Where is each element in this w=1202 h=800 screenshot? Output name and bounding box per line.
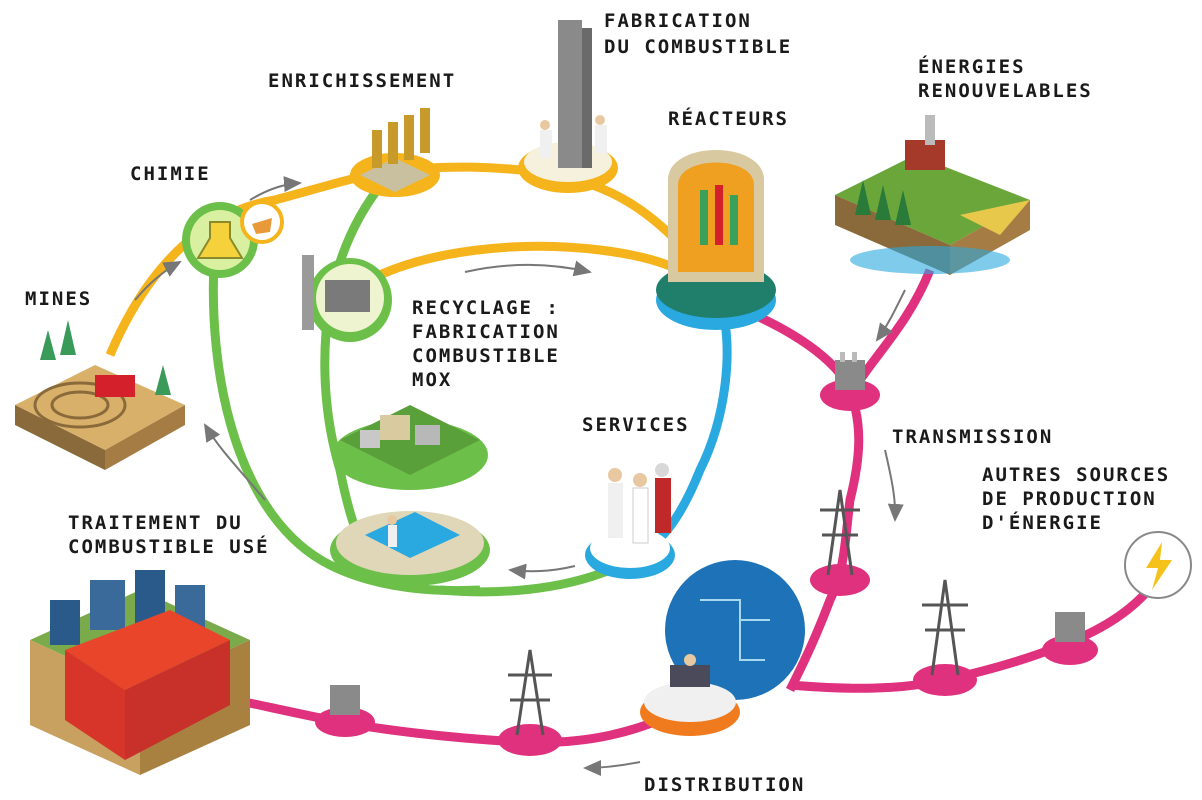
label-recyclage-line4: MOX bbox=[412, 369, 453, 391]
grid-line-renewables bbox=[856, 268, 935, 383]
control-room-icon bbox=[640, 560, 805, 736]
label-reacteurs: RÉACTEURS bbox=[668, 108, 789, 130]
arrow-recycling-to-reactor bbox=[464, 260, 592, 277]
label-energies-line2: RENOUVELABLES bbox=[918, 80, 1093, 102]
services-to-recycling-loop bbox=[439, 565, 612, 597]
transformer-icon bbox=[820, 352, 880, 411]
grid-line-other-sources bbox=[789, 572, 1164, 693]
mox-to-reactor-loop bbox=[357, 241, 693, 289]
enrichment-centrifuge-icon bbox=[350, 108, 440, 197]
label-recyclage-line2: FABRICATION bbox=[412, 321, 560, 343]
label-services: SERVICES bbox=[582, 414, 690, 436]
label-fabrication-line1: FABRICATION bbox=[604, 10, 752, 32]
lightning-bolt-icon bbox=[1124, 531, 1192, 599]
transformer-icon bbox=[1042, 612, 1098, 665]
label-traitement-line1: TRAITEMENT DU bbox=[68, 512, 243, 534]
grid-line-main bbox=[718, 295, 864, 693]
label-fabrication-line2: DU COMBUSTIBLE bbox=[604, 36, 793, 58]
mine-icon bbox=[15, 320, 185, 470]
label-recyclage-line3: COMBUSTIBLE bbox=[412, 345, 560, 367]
label-autres-line1: AUTRES SOURCES bbox=[982, 464, 1171, 486]
label-recyclage-line1: RECYCLAGE : bbox=[412, 297, 560, 319]
arrow-transmission-down bbox=[884, 449, 904, 522]
label-mines: MINES bbox=[25, 288, 93, 310]
service-workers-icon bbox=[585, 463, 675, 579]
pylon-icon bbox=[498, 649, 562, 756]
label-enrichissement: ENRICHISSEMENT bbox=[268, 70, 457, 92]
spent-fuel-pool-icon bbox=[330, 511, 490, 586]
mox-plant-icon bbox=[302, 255, 392, 342]
label-autres-line2: DE PRODUCTION bbox=[982, 488, 1157, 510]
renewable-landscape-icon bbox=[835, 115, 1030, 275]
arrow-chemie-to-enrichment bbox=[249, 176, 302, 201]
arrow-renewables-to-grid bbox=[875, 289, 906, 342]
fuel-fabrication-tower-icon bbox=[518, 20, 618, 193]
label-chimie: CHIMIE bbox=[130, 163, 211, 185]
grid-line-distribution bbox=[234, 695, 703, 747]
reactor-icon bbox=[656, 150, 776, 330]
arrow-services-to-treatment bbox=[508, 563, 576, 580]
pylon-icon bbox=[913, 579, 977, 696]
chemistry-flask-icon bbox=[182, 200, 284, 278]
label-energies-line1: ÉNERGIES bbox=[918, 56, 1026, 78]
label-autres-line3: D'ÉNERGIE bbox=[982, 512, 1103, 534]
city-consumer-icon bbox=[30, 570, 250, 775]
pylon-icon bbox=[810, 489, 870, 596]
label-distribution: DISTRIBUTION bbox=[644, 774, 806, 796]
label-traitement-line2: COMBUSTIBLE USÉ bbox=[68, 536, 270, 558]
label-transmission: TRANSMISSION bbox=[892, 426, 1054, 448]
facility-campus-icon bbox=[332, 405, 488, 490]
transformer-icon bbox=[315, 685, 375, 737]
arrow-treatment-to-mines bbox=[203, 423, 266, 501]
arrow-mines-to-chemie bbox=[134, 261, 182, 301]
arrow-distribution-left bbox=[583, 759, 641, 776]
